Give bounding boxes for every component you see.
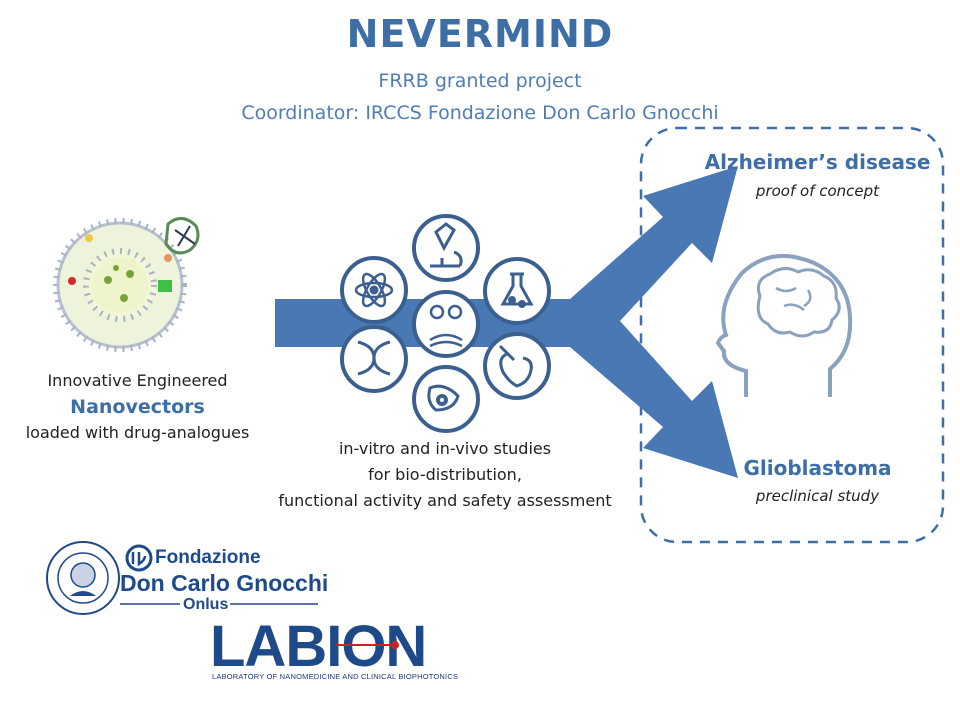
alzheimer-subtitle: proof of concept (755, 182, 880, 200)
heart-syringe-icon (483, 332, 551, 400)
dna-icon (340, 325, 408, 393)
nanovector-line1: Innovative Engineered (47, 371, 228, 390)
labion-logo: LABION (210, 614, 427, 679)
fondazione-line2: Don Carlo Gnocchi (120, 570, 329, 596)
alzheimer-title: Alzheimer’s disease (704, 150, 931, 174)
glioblastoma-title: Glioblastoma (743, 456, 892, 480)
atom-icon (340, 256, 408, 324)
flask-icon (483, 257, 551, 325)
scientist-icon (412, 290, 480, 358)
fondazione-emblem (125, 544, 153, 572)
fondazione-line3: Onlus (183, 596, 229, 613)
studies-line2: for bio-distribution, (368, 465, 522, 484)
glioblastoma-subtitle: preclinical study (755, 487, 880, 505)
nanovector-line3: loaded with drug-analogues (25, 423, 250, 442)
fondazione-line1: Fondazione (155, 547, 261, 568)
studies-line1: in-vitro and in-vivo studies (338, 439, 552, 458)
studies-label: in-vitro and in-vivo studies for bio-dis… (255, 436, 635, 514)
nanovector-label: Innovative Engineered Nanovectors loaded… (10, 368, 265, 446)
project-subtitle: FRRB granted project (378, 70, 582, 92)
head-brain-icon (715, 253, 853, 397)
labion-wordmark: LABION (210, 614, 426, 679)
nanovector-illustration (53, 217, 200, 352)
studies-line3: functional activity and safety assessmen… (278, 491, 612, 510)
outcome-box (639, 126, 945, 544)
diagram-title: NEVERMIND (346, 12, 614, 56)
fondazione-seal-logo (46, 541, 120, 615)
labion-subtitle: LABORATORY OF NANOMEDICINE AND CLINICAL … (212, 672, 459, 681)
coordinator-subtitle: Coordinator: IRCCS Fondazione Don Carlo … (241, 102, 719, 124)
cell-icon (412, 365, 480, 433)
nanovector-line2: Nanovectors (70, 396, 205, 418)
microscope-icon (412, 214, 480, 282)
